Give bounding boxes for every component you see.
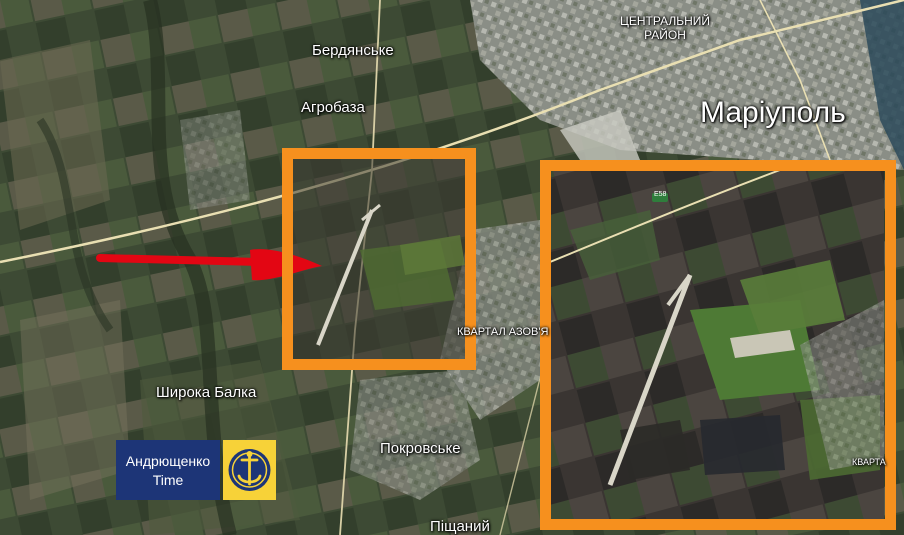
- channel-watermark: Андрющенко Time: [116, 440, 276, 500]
- channel-name-line2: Time: [152, 472, 184, 488]
- place-label-berdianske: Бердянське: [312, 42, 394, 59]
- place-label-pokrovske: Покровське: [380, 440, 461, 457]
- place-label-shyroka-balka: Широка Балка: [156, 384, 257, 401]
- place-label-pishchanyi: Піщаний: [430, 518, 490, 535]
- channel-name: Андрющенко Time: [116, 440, 220, 500]
- place-label-kvartal-right: КВАРТА: [852, 457, 886, 467]
- road-label-e58: E58: [654, 191, 667, 198]
- place-label-mariupol: Маріуполь: [700, 96, 846, 129]
- place-label-ahrobaza: Агробаза: [301, 99, 365, 116]
- anchor-trident-icon: [223, 440, 276, 500]
- district-label-line2: РАЙОН: [644, 28, 686, 42]
- place-label-kvartal-azov: КВАРТАЛ АЗОВ'Я: [457, 326, 549, 338]
- place-label-tsentralnyi-raion: ЦЕНТРАЛЬНИЙ РАЙОН: [620, 14, 710, 42]
- channel-name-line1: Андрющенко: [125, 453, 211, 469]
- highlight-frame-zoom: [540, 160, 896, 530]
- district-label-line1: ЦЕНТРАЛЬНИЙ: [620, 14, 711, 28]
- highlight-frame-airfield: [282, 148, 476, 370]
